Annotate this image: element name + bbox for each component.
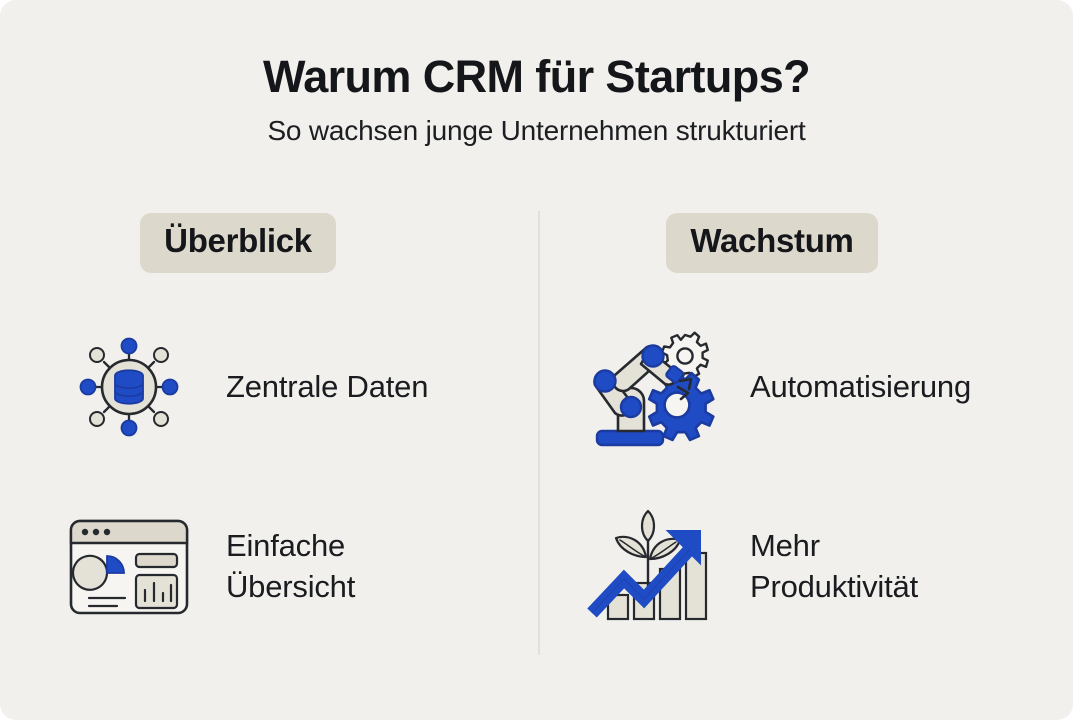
feature-mehr-produktivitaet: Mehr Produktivität [552, 508, 1052, 626]
feature-zentrale-daten: Zentrale Daten [30, 316, 530, 458]
growth-chart-plant-icon [582, 508, 724, 626]
badge-wrap-right: Wachstum [552, 213, 1052, 273]
feature-label-einfache-uebersicht: Einfache Übersicht [226, 528, 356, 604]
column-divider [538, 211, 540, 655]
section-badge-ueberblick: Überblick [140, 213, 336, 273]
badge-wrap-left: Überblick [30, 213, 530, 273]
feature-label-automatisierung: Automatisierung [750, 368, 972, 404]
header: Warum CRM für Startups? So wachsen junge… [0, 51, 1073, 148]
feature-einfache-uebersicht: Einfache Übersicht [30, 508, 530, 626]
robot-arm-gears-icon [582, 316, 724, 458]
feature-automatisierung: Automatisierung [552, 316, 1052, 458]
dashboard-overview-icon [58, 508, 200, 626]
column-wachstum: Wachstum [552, 213, 1052, 626]
section-badge-wachstum: Wachstum [666, 213, 878, 273]
central-data-hub-icon [58, 316, 200, 458]
column-ueberblick: Überblick [30, 213, 530, 626]
page-title: Warum CRM für Startups? [262, 51, 811, 102]
feature-label-mehr-produktivitaet: Mehr Produktivität [750, 528, 918, 604]
page-subtitle: So wachsen junge Unternehmen strukturier… [267, 115, 806, 147]
feature-label-zentrale-daten: Zentrale Daten [226, 368, 429, 404]
